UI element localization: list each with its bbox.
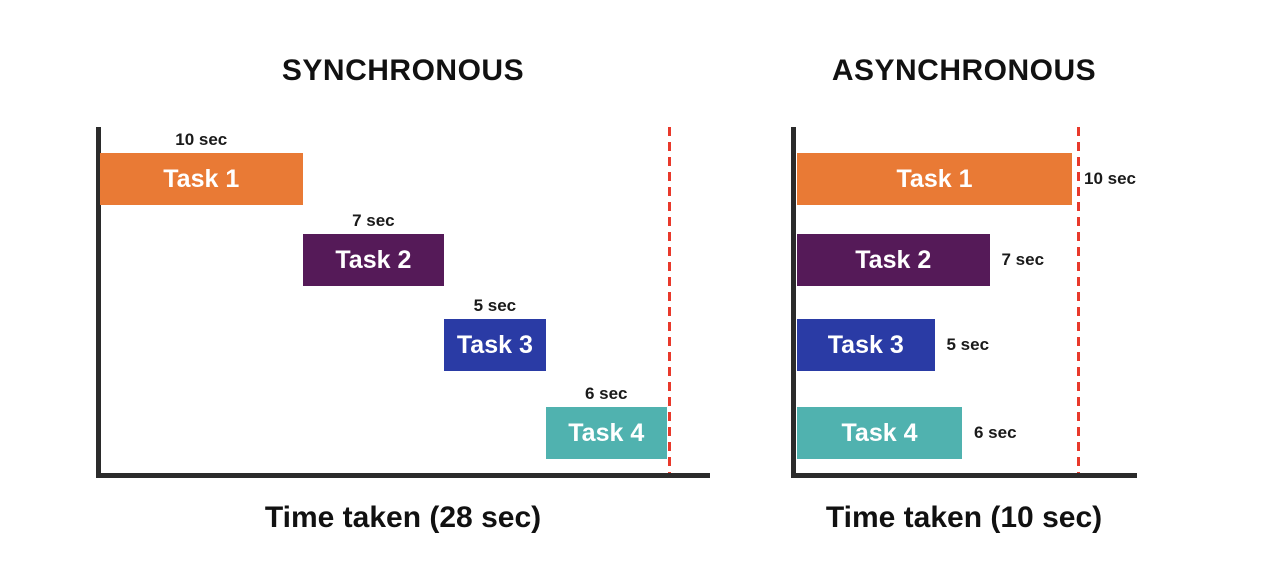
task-bar-1: Task 1 xyxy=(797,153,1072,205)
synchronous-time-caption: Time taken (28 sec) xyxy=(264,501,542,534)
task-bar-label: Task 4 xyxy=(568,418,645,447)
asynchronous-title: ASYNCHRONOUS xyxy=(831,54,1097,87)
duration-label: 10 sec xyxy=(1084,169,1136,188)
task-bar-label: Task 2 xyxy=(335,245,412,274)
deadline-dashed-line xyxy=(1077,127,1080,473)
duration-label: 7 sec xyxy=(1001,250,1045,269)
task-bar-label: Task 2 xyxy=(855,245,932,274)
duration-label: 10 sec xyxy=(175,130,228,149)
duration-label: 7 sec xyxy=(352,211,395,230)
duration-label: 6 sec xyxy=(584,384,628,403)
synchronous-title: SYNCHRONOUS xyxy=(281,54,525,87)
duration-label: 5 sec xyxy=(946,335,990,354)
task-bar-label: Task 3 xyxy=(827,330,904,359)
task-bar-label: Task 4 xyxy=(841,418,918,447)
deadline-dashed-line xyxy=(668,127,671,473)
task-bar-label: Task 1 xyxy=(896,164,973,193)
task-bar-4: Task 4 xyxy=(545,407,667,459)
task-bar-label: Task 3 xyxy=(456,330,533,359)
task-bar-label: Task 1 xyxy=(163,164,240,193)
duration-label: 5 sec xyxy=(473,296,517,315)
task-bar-2: Task 2 xyxy=(302,234,445,286)
task-bar-3: Task 3 xyxy=(797,319,935,371)
task-bar-3: Task 3 xyxy=(444,319,546,371)
task-bar-1: Task 1 xyxy=(100,153,303,205)
duration-label: 6 sec xyxy=(974,423,1017,442)
task-bar-4: Task 4 xyxy=(797,407,962,459)
task-bar-2: Task 2 xyxy=(797,234,990,286)
asynchronous-time-caption: Time taken (10 sec) xyxy=(825,501,1103,534)
